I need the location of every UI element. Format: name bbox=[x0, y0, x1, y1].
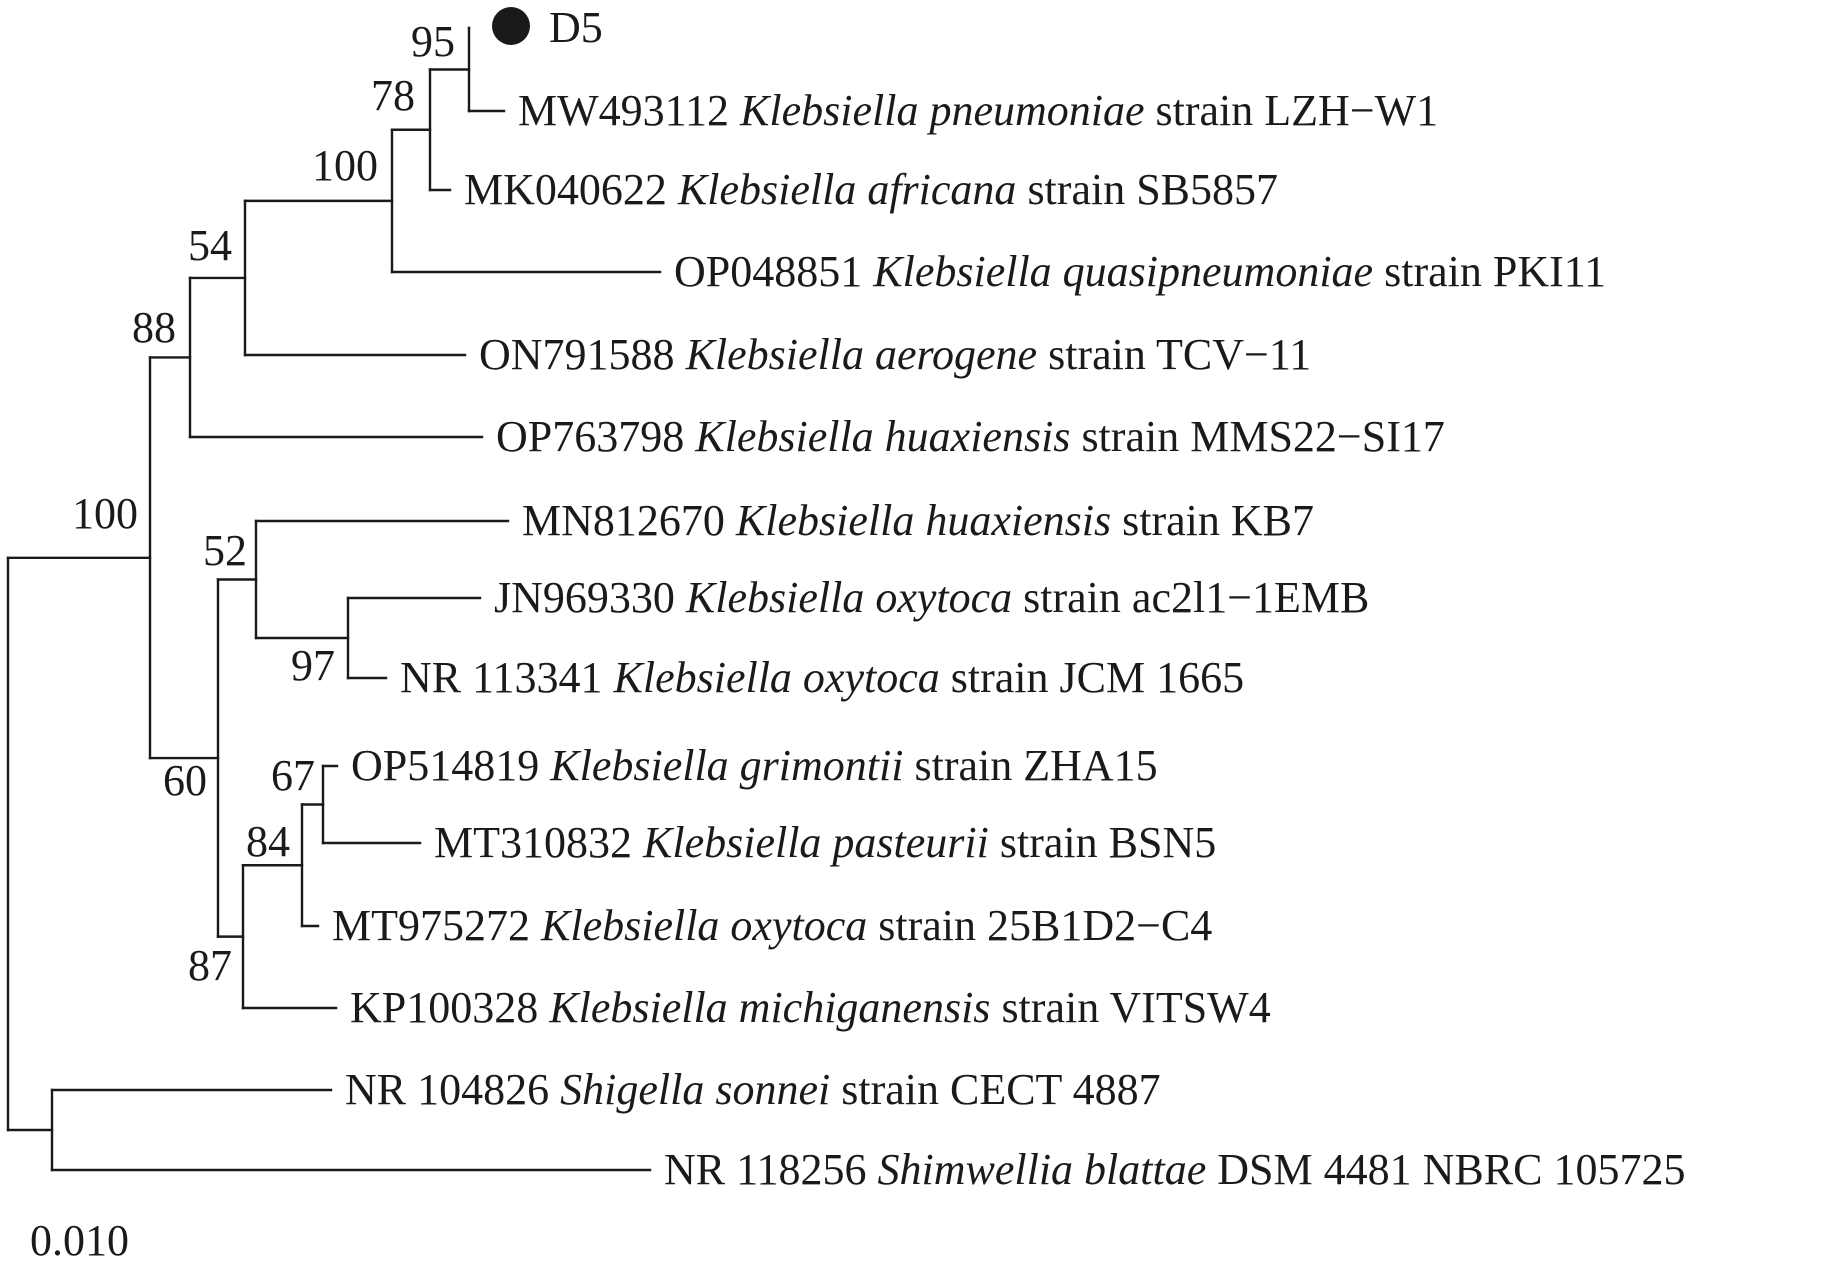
leaf-label-OP048851: OP048851 Klebsiella quasipneumoniae stra… bbox=[674, 247, 1606, 296]
bootstrap-n84: 84 bbox=[246, 817, 290, 866]
leaf-label-NR104826: NR 104826 Shigella sonnei strain CECT 48… bbox=[345, 1065, 1161, 1114]
accession-text: JN969330 bbox=[494, 573, 686, 622]
accession-text: MW493112 bbox=[518, 86, 740, 135]
accession-text: NR 104826 bbox=[345, 1065, 560, 1114]
species-name: Shimwellia blattae bbox=[878, 1145, 1207, 1194]
accession-text: D5 bbox=[549, 3, 603, 52]
species-name: Klebsiella quasipneumoniae bbox=[872, 247, 1373, 296]
accession-text: strain 25B1D2−C4 bbox=[867, 901, 1212, 950]
accession-text: strain KB7 bbox=[1111, 496, 1314, 545]
bootstrap-n52: 52 bbox=[203, 526, 247, 575]
accession-text: MN812670 bbox=[522, 496, 736, 545]
leaf-label-OP514819: OP514819 Klebsiella grimontii strain ZHA… bbox=[351, 741, 1158, 790]
species-name: Klebsiella africana bbox=[677, 165, 1017, 214]
accession-text: strain PKI11 bbox=[1373, 247, 1606, 296]
accession-text: OP514819 bbox=[351, 741, 550, 790]
accession-text: strain ZHA15 bbox=[903, 741, 1157, 790]
accession-text: strain CECT 4887 bbox=[830, 1065, 1160, 1114]
leaf-label-KP100328: KP100328 Klebsiella michiganensis strain… bbox=[350, 983, 1271, 1032]
species-name: Klebsiella pneumoniae bbox=[739, 86, 1145, 135]
leaf-marker-dot bbox=[492, 7, 530, 45]
bootstrap-n54: 54 bbox=[188, 221, 232, 270]
bootstrap-n78: 78 bbox=[371, 71, 415, 120]
species-name: Klebsiella pasteurii bbox=[642, 818, 989, 867]
species-name: Klebsiella oxytoca bbox=[540, 901, 867, 950]
leaf-label-MT310832: MT310832 Klebsiella pasteurii strain BSN… bbox=[434, 818, 1216, 867]
bootstrap-n100a: 100 bbox=[312, 141, 378, 190]
accession-text: strain JCM 1665 bbox=[940, 653, 1244, 702]
species-name: Shigella sonnei bbox=[560, 1065, 830, 1114]
accession-text: MT310832 bbox=[434, 818, 643, 867]
tree-branches bbox=[6, 26, 662, 1172]
accession-text: strain MMS22−SI17 bbox=[1070, 412, 1444, 461]
accession-text: strain VITSW4 bbox=[990, 983, 1270, 1032]
accession-text: DSM 4481 NBRC 105725 bbox=[1206, 1145, 1685, 1194]
accession-text: strain TCV−11 bbox=[1037, 330, 1311, 379]
leaf-label-MN812670: MN812670 Klebsiella huaxiensis strain KB… bbox=[522, 496, 1314, 545]
leaf-label-NR113341: NR 113341 Klebsiella oxytoca strain JCM … bbox=[400, 653, 1244, 702]
leaf-label-MT975272: MT975272 Klebsiella oxytoca strain 25B1D… bbox=[332, 901, 1212, 950]
leaf-label-NR118256: NR 118256 Shimwellia blattae DSM 4481 NB… bbox=[664, 1145, 1685, 1194]
leaf-label-OP763798: OP763798 Klebsiella huaxiensis strain MM… bbox=[496, 412, 1445, 461]
bootstrap-n60: 60 bbox=[163, 756, 207, 805]
accession-text: OP048851 bbox=[674, 247, 873, 296]
accession-text: strain LZH−W1 bbox=[1145, 86, 1439, 135]
species-name: Klebsiella oxytoca bbox=[613, 653, 940, 702]
bootstrap-n97: 97 bbox=[291, 641, 335, 690]
leaf-label-MK040622: MK040622 Klebsiella africana strain SB58… bbox=[464, 165, 1278, 214]
accession-text: KP100328 bbox=[350, 983, 549, 1032]
species-name: Klebsiella grimontii bbox=[549, 741, 903, 790]
bootstrap-n88: 88 bbox=[132, 303, 176, 352]
accession-text: MT975272 bbox=[332, 901, 541, 950]
leaf-label-MW493112: MW493112 Klebsiella pneumoniae strain LZ… bbox=[518, 86, 1438, 135]
accession-text: strain SB5857 bbox=[1016, 165, 1278, 214]
accession-text: strain ac2l1−1EMB bbox=[1012, 573, 1369, 622]
accession-text: NR 118256 bbox=[664, 1145, 878, 1194]
scale-label: 0.010 bbox=[30, 1216, 129, 1265]
species-name: Klebsiella michiganensis bbox=[548, 983, 990, 1032]
leaf-label-ON791588: ON791588 Klebsiella aerogene strain TCV−… bbox=[479, 330, 1311, 379]
accession-text: OP763798 bbox=[496, 412, 695, 461]
bootstrap-n95: 95 bbox=[411, 17, 455, 66]
leaf-label-D5: D5 bbox=[549, 3, 603, 52]
bootstrap-n87: 87 bbox=[188, 941, 232, 990]
accession-text: NR 113341 bbox=[400, 653, 614, 702]
accession-text: strain BSN5 bbox=[989, 818, 1216, 867]
species-name: Klebsiella huaxiensis bbox=[694, 412, 1070, 461]
bootstrap-n67: 67 bbox=[271, 751, 315, 800]
accession-text: ON791588 bbox=[479, 330, 686, 379]
bootstrap-n100b: 100 bbox=[72, 489, 138, 538]
species-name: Klebsiella aerogene bbox=[685, 330, 1038, 379]
species-name: Klebsiella huaxiensis bbox=[735, 496, 1111, 545]
accession-text: MK040622 bbox=[464, 165, 678, 214]
leaf-label-JN969330: JN969330 Klebsiella oxytoca strain ac2l1… bbox=[494, 573, 1369, 622]
species-name: Klebsiella oxytoca bbox=[685, 573, 1012, 622]
